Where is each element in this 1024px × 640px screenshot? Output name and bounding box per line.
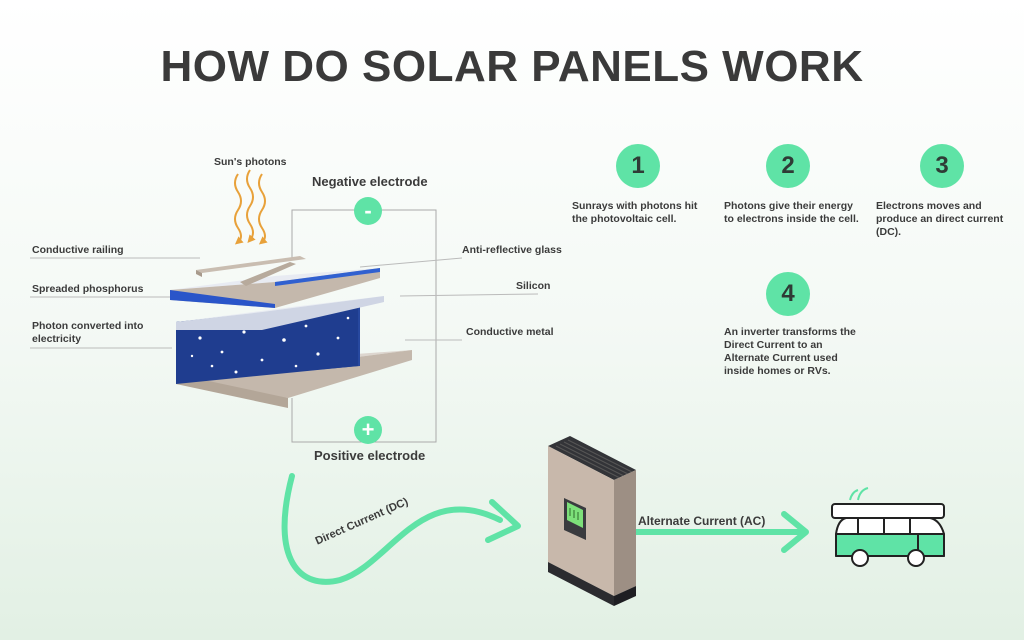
ac-arrow-head xyxy=(781,511,809,553)
step-3-circle: 3 xyxy=(920,144,964,188)
page-title: HOW DO SOLAR PANELS WORK xyxy=(160,42,864,91)
step-2-text: Photons give their energy to electrons i… xyxy=(724,200,859,225)
conductive-metal-label: Conductive metal xyxy=(466,326,554,338)
step-1-text: Sunrays with photons hit the photovoltai… xyxy=(572,200,698,225)
dc-arrow-head xyxy=(485,499,521,543)
step-3-text: Electrons moves and produce an direct cu… xyxy=(876,200,1004,238)
anti-reflective-glass-label: Anti-reflective glass xyxy=(462,244,562,256)
negative-symbol: - xyxy=(354,197,382,225)
step-1-circle: 1 xyxy=(616,144,660,188)
anti-reflective-glass xyxy=(170,268,380,308)
step-4-text: An inverter transforms the Direct Curren… xyxy=(724,326,856,377)
silicon-sheet xyxy=(176,296,384,330)
van-icon xyxy=(831,487,945,567)
photon-rays xyxy=(234,169,268,245)
ac-label: Alternate Current (AC) xyxy=(638,514,766,528)
leader-lines xyxy=(30,257,539,349)
step-4-circle: 4 xyxy=(766,272,810,316)
silicon-label: Silicon xyxy=(516,280,551,292)
negative-electrode-label: Negative electrode xyxy=(312,174,428,189)
electrode-wires xyxy=(291,209,437,443)
positive-symbol: + xyxy=(354,416,382,444)
spreaded-phosphorus-label: Spreaded phosphorus xyxy=(32,283,144,295)
positive-electrode-label: Positive electrode xyxy=(314,448,426,463)
dc-arrow xyxy=(281,473,503,585)
conductive-railing-label: Conductive railing xyxy=(32,244,124,256)
sun-photons-label: Sun's photons xyxy=(214,156,287,168)
inverter-device xyxy=(548,436,636,606)
photon-converted-label: Photon converted into electricity xyxy=(32,320,144,345)
step-2-circle: 2 xyxy=(766,144,810,188)
conductive-railing xyxy=(196,256,306,286)
